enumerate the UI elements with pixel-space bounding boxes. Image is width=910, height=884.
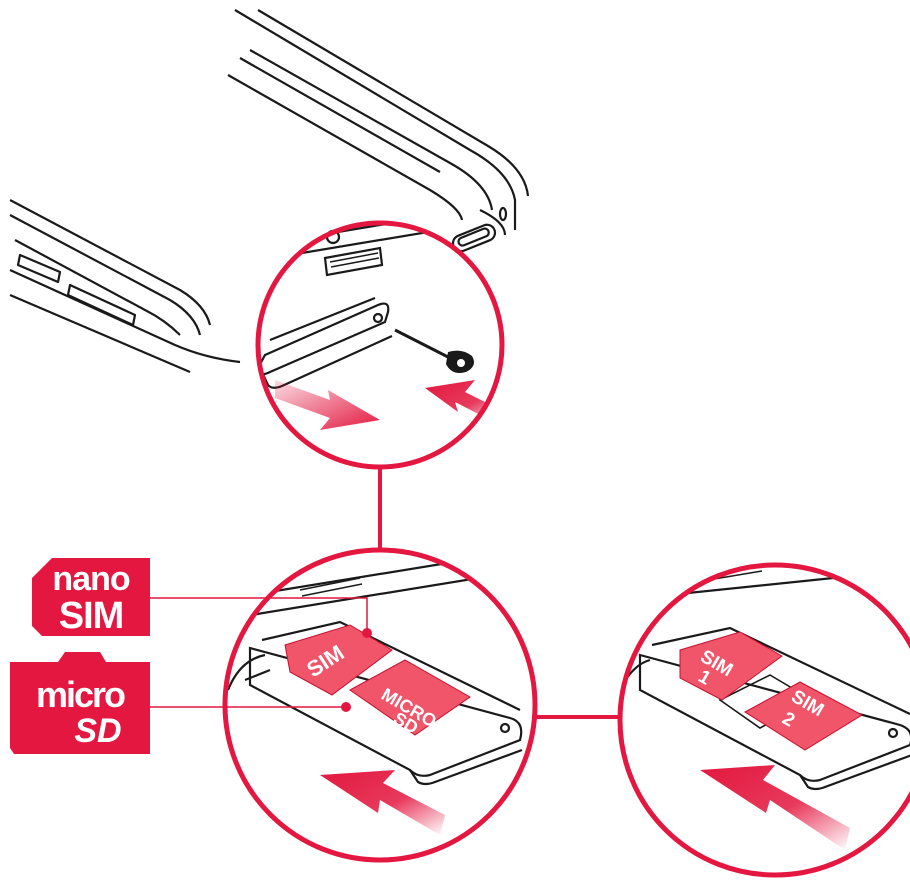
nano-sim-callout-line	[150, 598, 367, 633]
nano-sim-badge-line2: SIM	[59, 595, 124, 637]
nano-sim-badge: nano SIM	[32, 558, 150, 637]
sim-2-card: SIM 2	[745, 682, 862, 750]
dual-sim-tray-circle: SIM 1 SIM 2	[620, 548, 910, 875]
insert-arrow-icon	[320, 770, 445, 835]
nano-sim-badge-line1: nano	[52, 560, 129, 598]
micro-sd-badge: micro SD	[10, 652, 150, 754]
phone-outline-icon	[10, 10, 528, 372]
micro-sd-badge-line1: micro	[36, 674, 125, 715]
remove-arrow-icon	[275, 380, 380, 430]
single-sim-tray-circle: SIM MICRO SD	[220, 548, 540, 860]
eject-pin-icon	[395, 330, 474, 373]
micro-sd-card: MICRO SD	[350, 660, 470, 738]
micro-sd-badge-line2: SD	[74, 712, 121, 750]
